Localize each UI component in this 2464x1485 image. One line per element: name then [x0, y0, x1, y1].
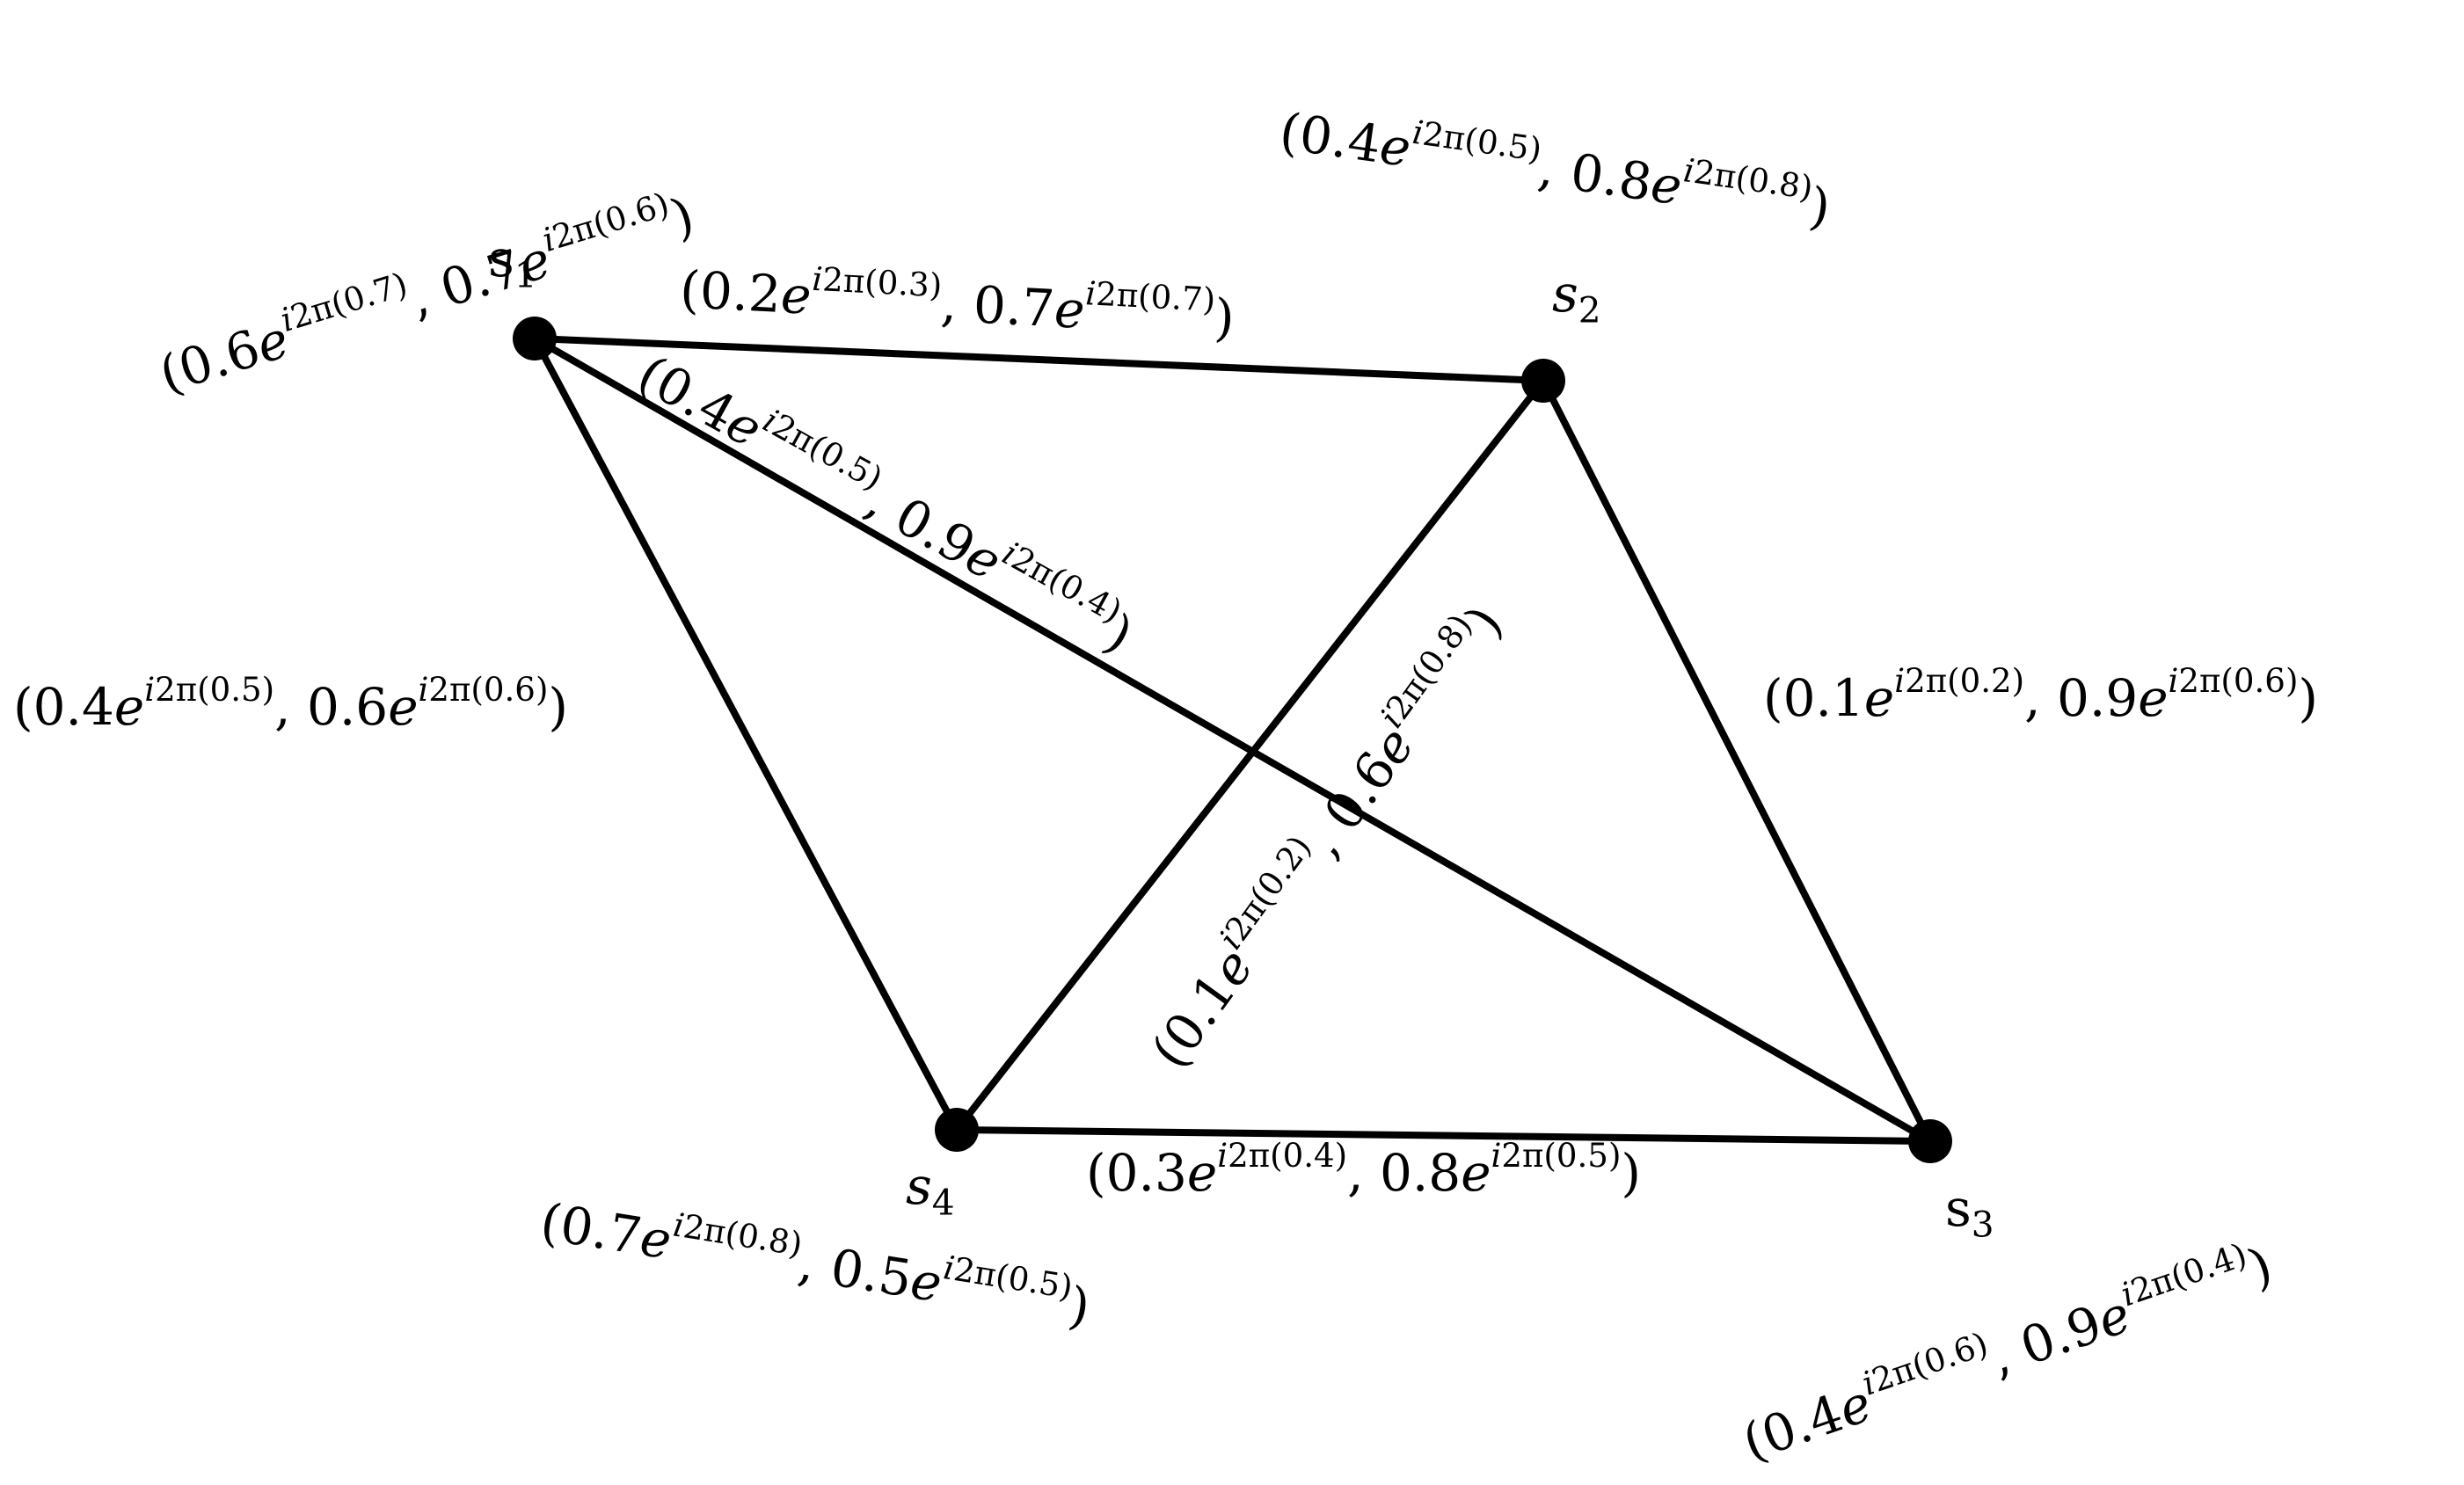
- edge-s3-s4-label: (0.3ei2π(0.4), 0.8ei2π(0.5)): [1086, 1137, 1642, 1203]
- vertex-s3-dot: [1908, 1119, 1952, 1163]
- edge-s2-s3: [1540, 377, 1934, 1145]
- vertex-s1-dot: [513, 317, 557, 360]
- edge-s3-s4: [953, 1126, 1934, 1145]
- edge-s1-s4: [531, 335, 960, 1133]
- vertex-s4-name: s4: [906, 1156, 955, 1224]
- vertex-s2-name: s2: [1552, 264, 1601, 331]
- edge-s1-s4-label: (0.4ei2π(0.5), 0.6ei2π(0.6)): [13, 671, 569, 737]
- edge-s2-s4: [953, 377, 1547, 1133]
- edge-s1-s3: [531, 335, 1934, 1145]
- edge-s2-s3-label: (0.1ei2π(0.2), 0.9ei2π(0.6)): [1763, 662, 2319, 728]
- vertex-s1-name: s1: [488, 229, 537, 296]
- vertex-s2-dot: [1521, 359, 1565, 403]
- vertex-s3-name: s3: [1945, 1178, 1994, 1246]
- edge-s1-s2: [531, 335, 1547, 384]
- vertex-s4-dot: [935, 1108, 979, 1152]
